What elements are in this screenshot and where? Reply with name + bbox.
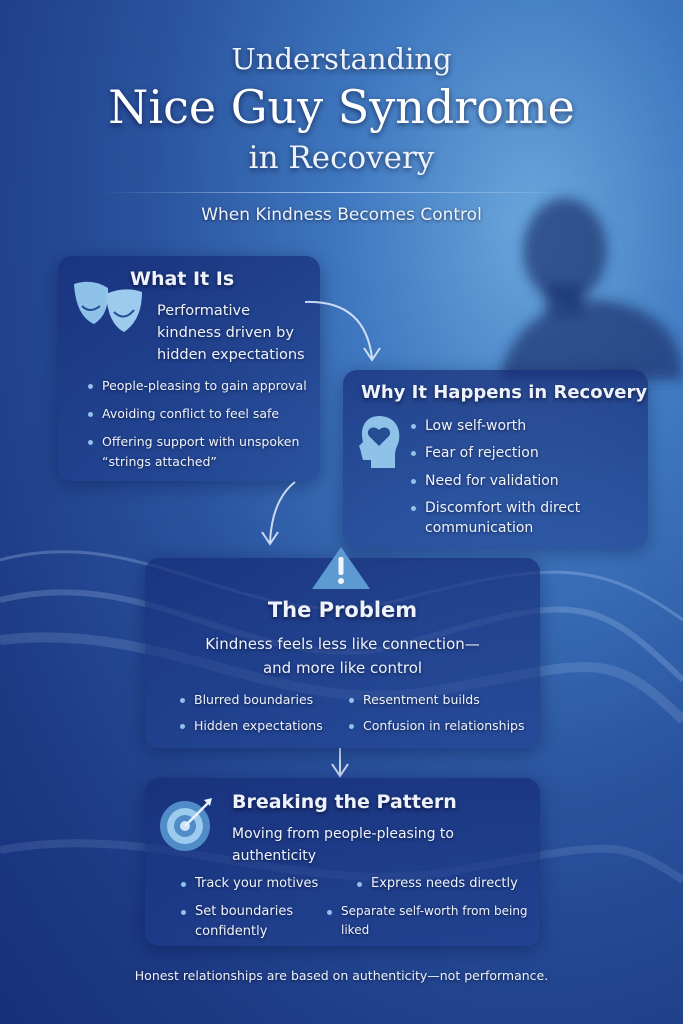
- title-divider: [100, 192, 580, 193]
- list-item: People-pleasing to gain approval: [88, 376, 307, 396]
- warning-icon: [312, 547, 370, 589]
- list-item: Fear of rejection: [411, 443, 539, 463]
- title-line1: Understanding: [231, 42, 452, 76]
- problem-title: The Problem: [267, 598, 418, 622]
- list-item: Need for validation: [411, 471, 559, 491]
- head-heart-icon: [359, 416, 400, 468]
- list-item: Express needs directly: [357, 874, 518, 894]
- list-item: Avoiding conflict to feel safe: [88, 404, 279, 424]
- target-icon: [160, 798, 212, 851]
- list-item: Discomfort with direct communication: [411, 498, 611, 538]
- list-item: Confusion in relationships: [349, 716, 525, 736]
- list-item: Set boundaries confidently: [181, 902, 321, 942]
- title-line2: Nice Guy Syndrome: [108, 80, 575, 134]
- why-title: Why It Happens in Recovery: [361, 382, 648, 403]
- list-item: Hidden expectations: [180, 716, 323, 736]
- footer-quote: Honest relationships are based on authen…: [134, 968, 549, 983]
- theater-masks-icon: [74, 281, 142, 332]
- list-item: Blurred boundaries: [180, 690, 313, 710]
- problem-card: The Problem Kindness feels less like con…: [145, 558, 540, 748]
- breaking-title: Breaking the Pattern: [232, 791, 457, 813]
- list-item: Offering support with unspoken “strings …: [88, 432, 313, 472]
- breaking-description: Moving from people-pleasing to authentic…: [232, 826, 454, 864]
- list-item: Resentment builds: [349, 690, 480, 710]
- list-item: Track your motives: [181, 874, 318, 894]
- list-item: Low self-worth: [411, 416, 526, 436]
- why-card: Why It Happens in Recovery Low self-wort…: [343, 370, 648, 548]
- problem-description-1: Kindness feels less like connection—: [205, 635, 480, 653]
- what-it-is-description: Performative kindness driven by hidden e…: [157, 303, 305, 363]
- title-line3: in Recovery: [248, 140, 435, 176]
- what-it-is-title: What It Is: [130, 268, 235, 290]
- problem-description-2: and more like control: [262, 659, 423, 677]
- breaking-card: Breaking the Pattern Moving from people-…: [145, 778, 540, 946]
- subtitle: When Kindness Becomes Control: [201, 205, 482, 225]
- silhouette-figure: [500, 198, 683, 380]
- list-item: Separate self-worth from being liked: [327, 902, 537, 940]
- what-it-is-card: What It Is Performative kindness driven …: [58, 256, 320, 481]
